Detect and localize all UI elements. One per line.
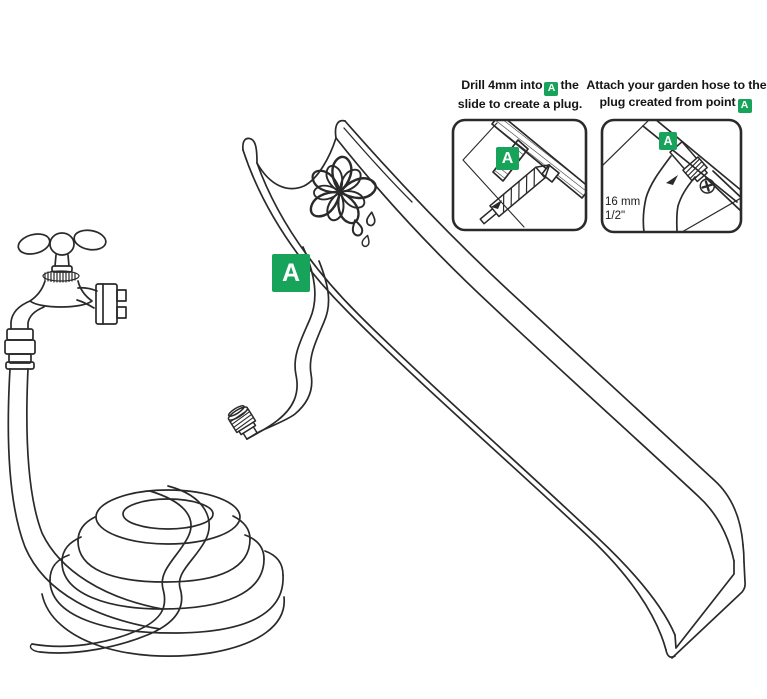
point-a-marker-box1: A bbox=[496, 147, 519, 170]
hose-front-loop bbox=[29, 485, 210, 654]
caption-1-line-2: slide to create a plug. bbox=[457, 96, 583, 111]
flow-arrow-icon bbox=[666, 175, 678, 185]
slide-end-cap bbox=[665, 544, 746, 659]
hose-dimension-label: 16 mm 1/2" bbox=[605, 196, 640, 223]
water-drops-icon bbox=[349, 210, 377, 248]
instruction-caption-2: Attach your garden hose to the plug crea… bbox=[586, 77, 767, 113]
point-a-marker-box2: A bbox=[659, 132, 677, 150]
instruction-box-2 bbox=[600, 118, 743, 234]
outdoor-tap-illustration bbox=[4, 229, 127, 370]
tap-supply-pipe bbox=[4, 300, 45, 370]
dimension-imperial: 1/2" bbox=[605, 209, 626, 222]
point-a-marker-slide: A bbox=[272, 254, 310, 292]
instruction-box-1 bbox=[451, 118, 588, 232]
tap-hose-fitting bbox=[95, 283, 127, 325]
point-a-marker-inline-1: A bbox=[544, 81, 559, 96]
garden-hose-coil bbox=[29, 485, 285, 657]
slide-illustration bbox=[242, 119, 746, 659]
supply-hose bbox=[7, 368, 163, 630]
caption-2-line-1: Attach your garden hose to the bbox=[586, 78, 767, 92]
water-splash-icon bbox=[305, 154, 379, 228]
hose-connector-icon bbox=[227, 404, 258, 440]
tap-knurled-ring bbox=[42, 270, 80, 283]
dimension-metric: 16 mm bbox=[605, 196, 641, 208]
screw-icon bbox=[699, 178, 716, 194]
slide-hose-stub bbox=[227, 246, 330, 440]
tap-handle-icon bbox=[17, 229, 107, 273]
drill-icon bbox=[479, 164, 551, 225]
tap-body bbox=[29, 280, 93, 308]
point-a-marker-inline-2: A bbox=[737, 98, 752, 113]
drill-direction-arrow-icon bbox=[491, 200, 502, 209]
